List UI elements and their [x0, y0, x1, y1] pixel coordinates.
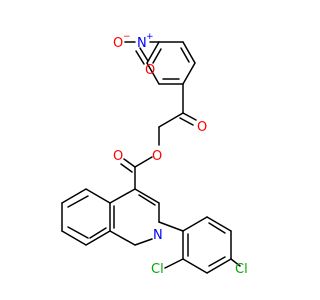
- bond-ring1: [146, 62, 160, 85]
- bond-ketone-co: [182, 112, 197, 121]
- bond-benzo-inner: [67, 195, 89, 208]
- bond-benzo: [61, 230, 87, 246]
- atom-cl-ortho: Cl: [151, 262, 164, 277]
- bond-ring1: [182, 41, 196, 64]
- atom-ketone-o: O: [197, 120, 207, 135]
- bond-ring3-inner: [208, 256, 226, 267]
- bond-ring1: [182, 62, 196, 85]
- structure-canvas: O − N + O O O O N Cl Cl: [61, 32, 248, 277]
- bond-cl-para: [230, 258, 241, 267]
- bond-nitro-n-o-double: [139, 47, 149, 62]
- bond-quinoline: [134, 188, 160, 204]
- bond-ring3: [182, 216, 208, 232]
- atom-ester-o-single: O: [152, 149, 162, 164]
- bond-benzo-inner: [89, 227, 107, 239]
- atom-ester-o-double: O: [113, 149, 123, 164]
- bond-quinoline-inner: [138, 194, 156, 206]
- bond-layer: [61, 41, 241, 274]
- bond-quinoline: [134, 238, 153, 246]
- bond-benzo: [85, 230, 111, 246]
- bond-quinoline: [109, 188, 136, 204]
- charge-nitro-o-minus: −: [123, 32, 131, 42]
- bond-nitro-n-o-double-2: [135, 50, 145, 65]
- bond-o-ester-c: [134, 156, 153, 168]
- bond-ring1-inner: [152, 48, 162, 64]
- bond-quinoline: [109, 230, 136, 246]
- bond-benzo: [85, 188, 111, 204]
- atom-nitro-o-double: O: [145, 63, 155, 78]
- atom-nitro-o-minus: O: [113, 36, 123, 51]
- bond-quinoline-aryl: [158, 221, 184, 232]
- bond-ring3: [206, 258, 232, 274]
- bond-benzo: [61, 188, 87, 204]
- bond-ester-co-2: [120, 163, 133, 173]
- bond-ring3: [206, 216, 232, 232]
- bond-carbonyl-ch2: [158, 112, 184, 128]
- bond-ring3-inner: [208, 222, 226, 234]
- bond-benzo-inner: [67, 226, 89, 239]
- charge-nitro-n: +: [146, 32, 154, 42]
- bond-ring3: [182, 258, 208, 274]
- atom-nitro-n: N: [137, 36, 147, 51]
- atom-label-layer: O − N + O O O O N Cl Cl: [113, 32, 248, 277]
- bond-ring1-inner: [180, 47, 190, 63]
- atom-quinoline-n: N: [153, 228, 163, 243]
- bond-ring1: [146, 41, 160, 64]
- bond-cl-ortho: [164, 258, 184, 269]
- atom-cl-para: Cl: [235, 262, 248, 277]
- bond-ketone-co-2: [179, 117, 194, 126]
- bond-ester-co: [123, 158, 136, 168]
